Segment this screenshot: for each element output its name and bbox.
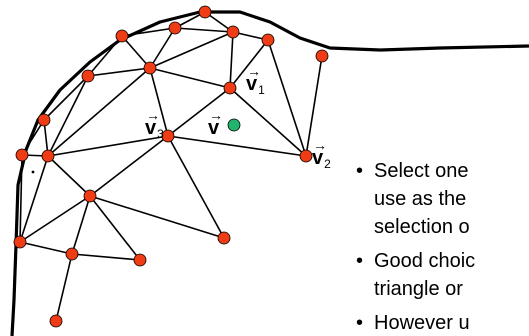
mesh-vertices <box>13 5 329 328</box>
bullet-item: • Select one use as the selection o <box>356 157 529 241</box>
label-letter: v <box>246 73 258 95</box>
bullet-item: • Good choic triangle or <box>356 247 529 303</box>
vertex <box>65 247 79 261</box>
label-letter: v <box>312 147 324 169</box>
bullet-marker: • <box>356 312 364 334</box>
bullet-line: triangle or <box>374 278 463 300</box>
label-v3: →v3 <box>145 108 164 141</box>
vertex <box>41 149 55 163</box>
vertex <box>15 148 29 162</box>
vertex <box>168 21 182 35</box>
surface-boundary-curve <box>10 10 529 336</box>
vertex <box>133 253 147 267</box>
vertex <box>13 235 27 249</box>
vector-arrow: → <box>247 63 261 79</box>
query-point <box>227 118 241 132</box>
vector-arrow: → <box>313 137 327 153</box>
mesh-edges <box>19 11 323 322</box>
vertex <box>37 113 51 127</box>
vertex-v2 <box>299 149 313 163</box>
label-subscript: 1 <box>258 83 265 97</box>
vertex-v3 <box>161 129 175 143</box>
label-letter: v <box>208 117 220 139</box>
bullet-line: However u <box>374 312 470 334</box>
bullet-item: • However u <box>356 309 529 336</box>
bullet-line: selection o <box>374 216 470 238</box>
vertex <box>226 25 240 39</box>
label-letter: v <box>145 117 157 139</box>
label-v2: →v2 <box>312 138 331 171</box>
boundary-mark <box>31 170 35 174</box>
vertex <box>217 231 231 245</box>
vertex <box>49 314 63 328</box>
bullet-line: use as the <box>374 188 467 210</box>
vertex <box>198 5 212 19</box>
vertex <box>83 189 97 203</box>
bullet-marker: • <box>356 250 364 272</box>
vertex <box>115 29 129 43</box>
label-v1: →v1 <box>246 64 265 97</box>
vector-arrow: → <box>146 107 160 123</box>
bullet-line: Good choic <box>374 250 476 272</box>
vertex <box>143 61 157 75</box>
vertex <box>315 49 329 63</box>
label-subscript: 3 <box>157 127 164 141</box>
vertex-v1 <box>223 81 237 95</box>
vertex <box>81 69 95 83</box>
bullet-line: Select one <box>374 160 469 182</box>
bullet-list: • Select one use as the selection o • Go… <box>356 157 529 336</box>
vertex <box>261 33 275 47</box>
label-v: →v <box>208 108 223 139</box>
bullet-marker: • <box>356 160 364 182</box>
vector-arrow: → <box>209 107 223 123</box>
label-subscript: 2 <box>324 157 331 171</box>
